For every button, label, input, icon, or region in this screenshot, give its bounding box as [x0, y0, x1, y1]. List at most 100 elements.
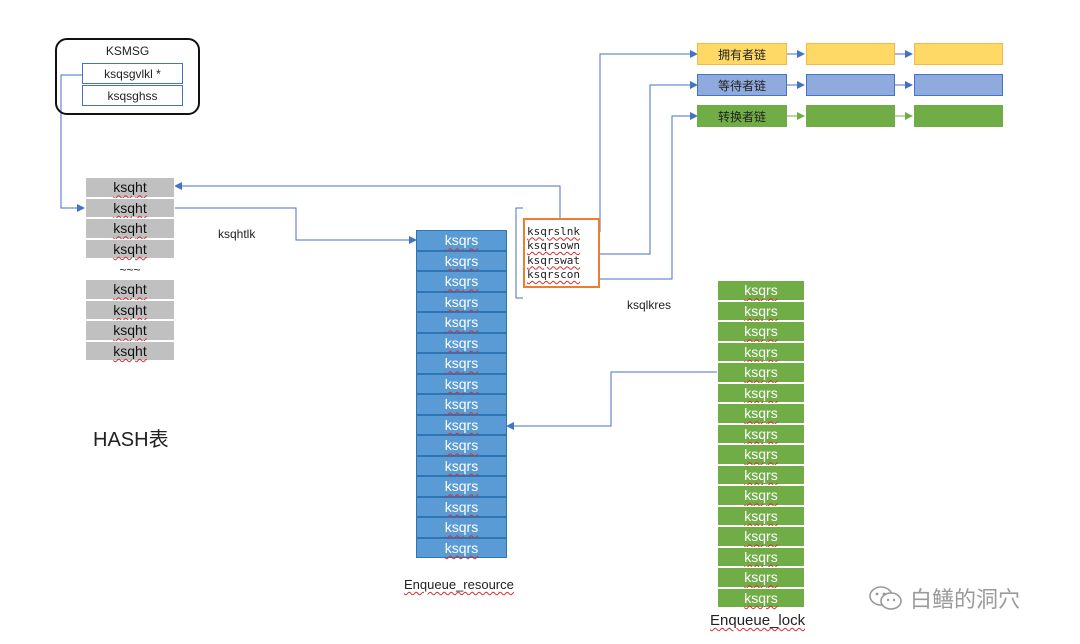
resource-cell: ksqrs	[416, 353, 507, 374]
resource-cell: ksqrs	[416, 230, 507, 251]
ksqlkres-field: ksqrscon	[527, 268, 595, 282]
resource-cell: ksqrs	[416, 537, 507, 558]
lock-cell: ksqrs	[717, 526, 805, 547]
cell-text: ksqrs	[744, 282, 778, 299]
resource-cell: ksqrs	[416, 250, 507, 271]
hash-table-label: HASH表	[93, 429, 169, 451]
hash-cell: ksqht	[85, 197, 175, 218]
lock-cell: ksqrs	[717, 321, 805, 342]
cell-text: ksqrs	[444, 252, 479, 269]
chain-head: 等待者链	[697, 74, 787, 96]
hash-cell: ksqht	[85, 279, 175, 300]
lock-cell: ksqrs	[717, 300, 805, 321]
cell-text: ksqrs	[444, 539, 479, 556]
hash-to-resource-arrow	[175, 207, 417, 244]
ksmsg-to-hash-arrow	[60, 74, 85, 212]
chain-head: 转换者链	[697, 105, 787, 127]
ksmsg-field: ksqsghss	[82, 85, 183, 106]
cell-text: ksqrscon	[527, 268, 580, 281]
cell-text: ksqrs	[444, 457, 479, 474]
ksqhtlk-label: ksqhtlk	[218, 227, 256, 241]
hash-cell: ksqht	[85, 320, 175, 341]
cell-text: ksqrs	[744, 425, 778, 442]
cell-text: ksqrslnk	[527, 224, 580, 238]
cell-text: ksqht	[113, 220, 147, 237]
lock-cell: ksqrs	[717, 382, 805, 403]
link-to-waiter-chain	[600, 81, 698, 255]
chain-node	[806, 43, 895, 65]
cell-text: ksqrs	[444, 375, 479, 392]
ksqlkres-box	[523, 218, 600, 288]
cell-text: ksqht	[113, 199, 147, 216]
ksqlkres-bracket	[515, 207, 523, 299]
lock-cell: ksqrs	[717, 362, 805, 383]
cell-text: ksqrs	[744, 446, 778, 463]
chain-node	[914, 105, 1003, 127]
resource-cell: ksqrs	[416, 517, 507, 538]
chain-node	[806, 74, 895, 96]
cell-text: ksqrs	[744, 323, 778, 340]
resource-cell: ksqrs	[416, 455, 507, 476]
enqueue-lock-label: Enqueue_lock	[710, 612, 806, 629]
lock-to-resource-arrow	[506, 371, 717, 430]
ksmsg-field: ksqsgvlkl *	[82, 63, 183, 84]
cell-text: ksqrs	[744, 569, 778, 586]
lock-cell: ksqrs	[717, 341, 805, 362]
cell-text: ksqrswat	[527, 253, 580, 267]
lock-cell: ksqrs	[717, 546, 805, 567]
cell-text: ksqrs	[744, 384, 778, 401]
ksqlkres-field: ksqrslnk	[527, 224, 595, 238]
ksmsg-title: KSMSG	[105, 44, 150, 58]
hash-ellipsis: ~~~	[119, 263, 141, 277]
chain-node	[914, 43, 1003, 65]
resource-cell: ksqrs	[416, 373, 507, 394]
cell-text: ksqrs	[744, 343, 778, 360]
ksqlkres-field: ksqrsown	[527, 239, 595, 253]
cell-text: ksqrs	[444, 437, 479, 454]
resource-cell: ksqrs	[416, 271, 507, 292]
resource-cell: ksqrs	[416, 476, 507, 497]
lock-cell: ksqrs	[717, 464, 805, 485]
hash-cell: ksqht	[85, 340, 175, 361]
hash-cell: ksqht	[85, 238, 175, 259]
cell-text: ksqrs	[744, 487, 778, 504]
cell-text: ksqrs	[444, 519, 479, 536]
watermark-text: 白鳝的洞穴	[910, 587, 1021, 612]
lock-cell: ksqrs	[717, 505, 805, 526]
cell-text: ksqrs	[744, 548, 778, 565]
cell-text: ksqrs	[744, 405, 778, 422]
wechat-icon	[868, 585, 904, 611]
resource-cell: ksqrs	[416, 394, 507, 415]
cell-text: ksqrs	[444, 273, 479, 290]
cell-text: ksqrs	[444, 293, 479, 310]
resource-cell: ksqrs	[416, 435, 507, 456]
cell-text: ksqrs	[744, 528, 778, 545]
cell-text: ksqrs	[744, 589, 778, 606]
cell-text: ksqrs	[444, 416, 479, 433]
cell-text: ksqht	[113, 281, 147, 298]
hash-cell: ksqht	[85, 299, 175, 320]
ksqlkres-label: ksqlkres	[627, 298, 672, 312]
cell-text: ksqrs	[744, 364, 778, 381]
cell-text: ksqrs	[744, 302, 778, 319]
link-to-owner-chain	[599, 50, 698, 232]
cell-text: ksqrs	[444, 355, 479, 372]
chain-node	[806, 105, 895, 127]
hash-cell: ksqht	[85, 177, 175, 198]
resource-cell: ksqrs	[416, 312, 507, 333]
chain-head: 拥有者链	[697, 43, 787, 65]
lock-cell: ksqrs	[717, 280, 805, 301]
resource-cell: ksqrs	[416, 332, 507, 353]
resource-cell: ksqrs	[416, 414, 507, 435]
enqueue-resource-label: Enqueue_resource	[404, 577, 514, 592]
cell-text: ksqrs	[744, 507, 778, 524]
lock-cell: ksqrs	[717, 485, 805, 506]
lock-cell: ksqrs	[717, 444, 805, 465]
ksmsg-box	[55, 38, 200, 115]
cell-text: ksqht	[113, 301, 147, 318]
cell-text: ksqht	[113, 240, 147, 257]
cell-text: ksqrs	[444, 232, 479, 249]
lock-cell: ksqrs	[717, 423, 805, 444]
cell-text: ksqrs	[444, 314, 479, 331]
